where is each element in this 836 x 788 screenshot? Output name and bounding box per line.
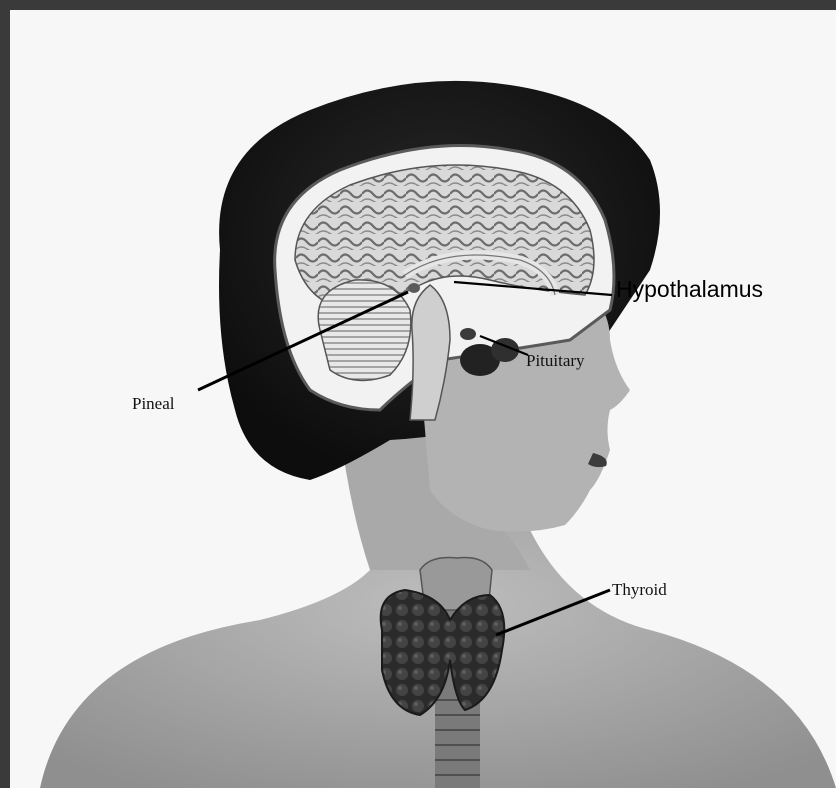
thyroid-label: Thyroid [612, 580, 667, 600]
pineal-gland [408, 283, 420, 293]
cerebellum [318, 280, 411, 381]
pineal-label: Pineal [132, 394, 175, 414]
pituitary-gland [460, 328, 476, 340]
diagram-canvas: Hypothalamus Pituitary Pineal Thyroid [10, 10, 836, 788]
hypothalamus-label: Hypothalamus [616, 276, 763, 303]
pituitary-label: Pituitary [526, 351, 585, 371]
